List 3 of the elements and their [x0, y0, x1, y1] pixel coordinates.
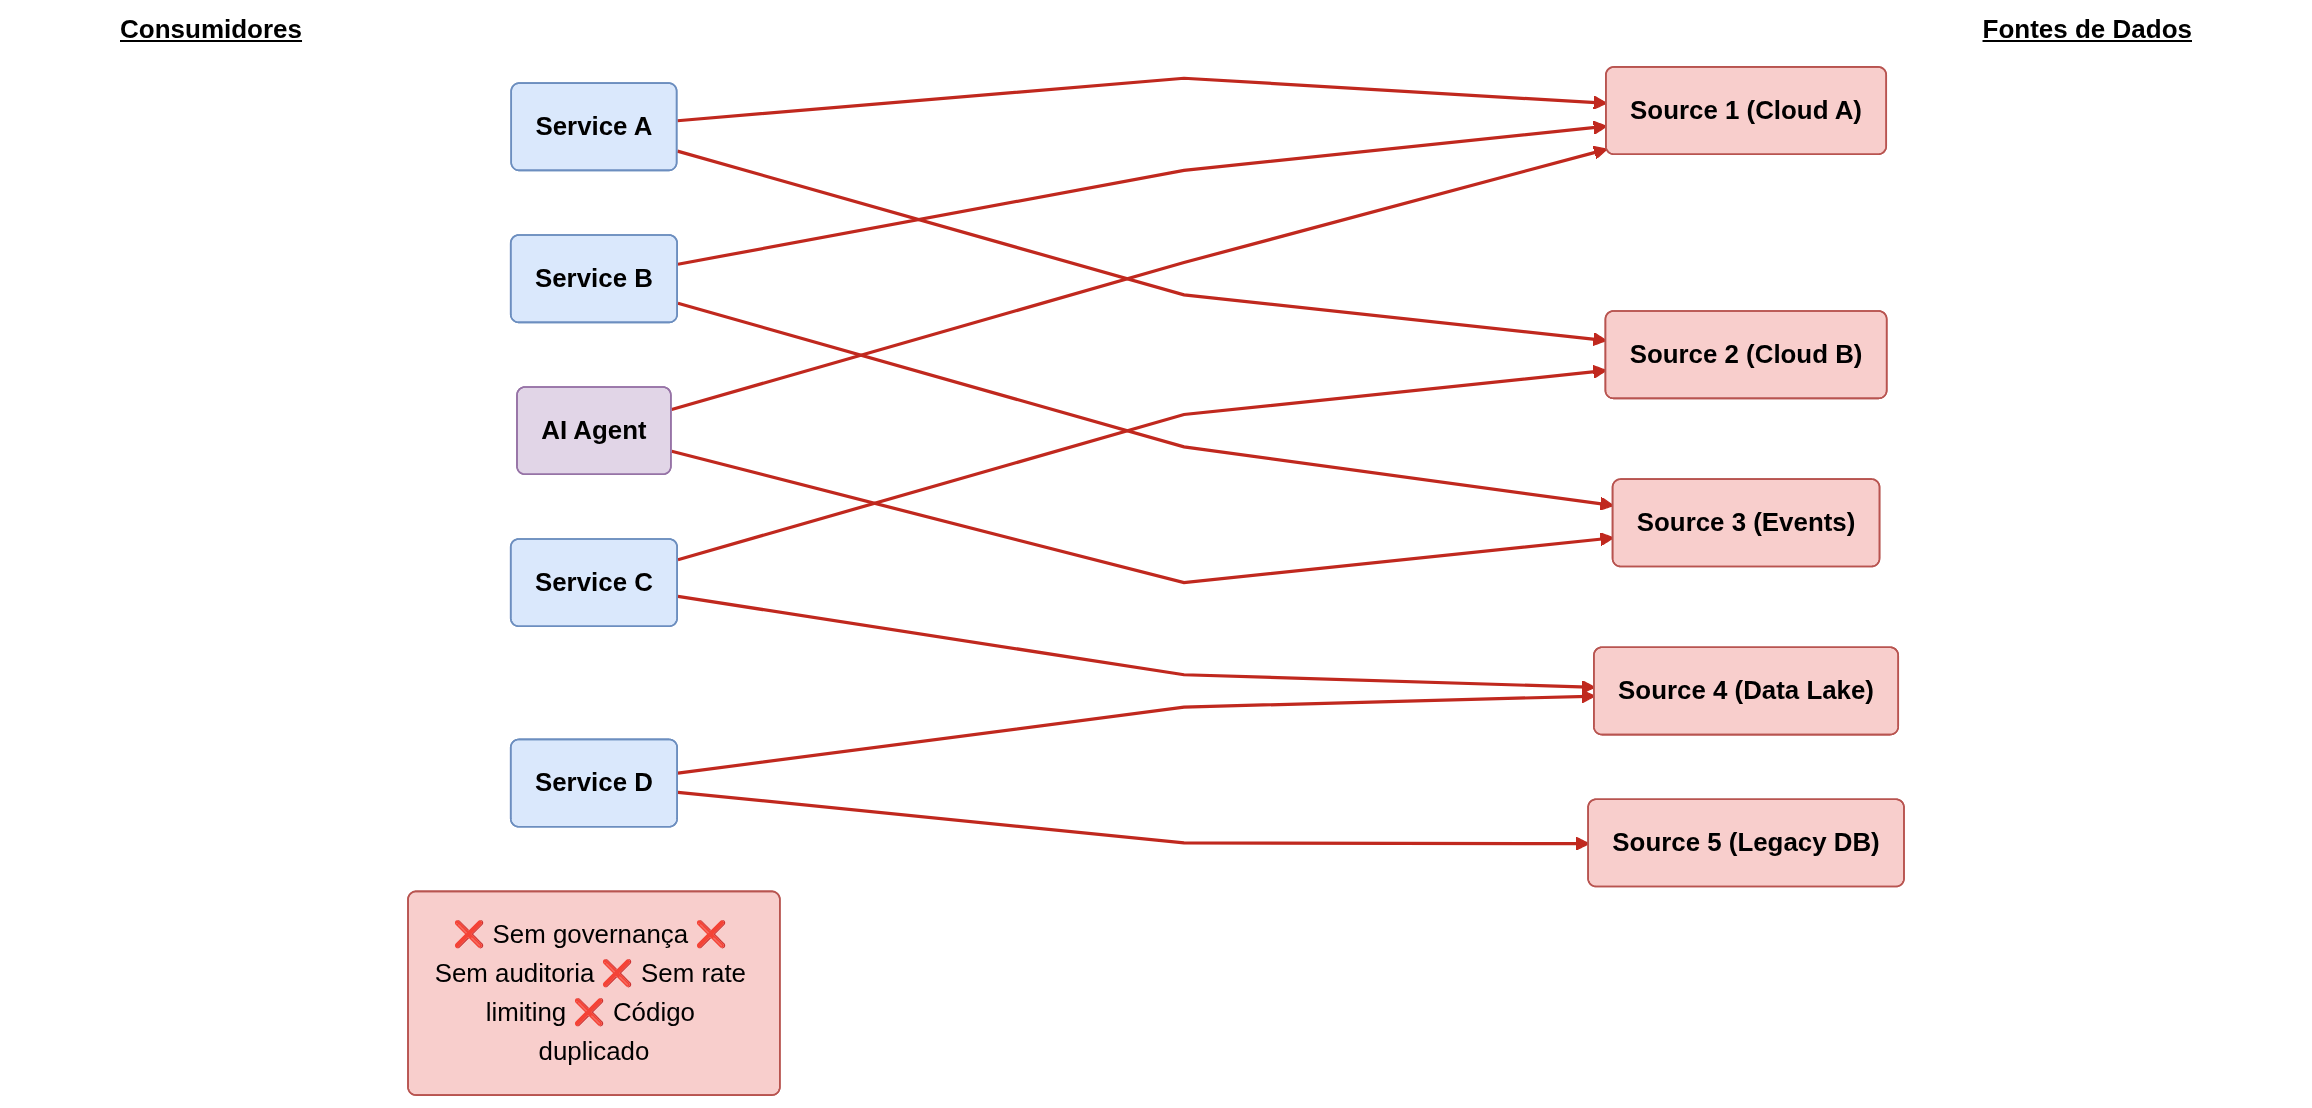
column-heading: Consumidores	[120, 14, 303, 46]
column-heading: Fontes de Dados	[1982, 14, 2192, 46]
arrow	[671, 145, 1608, 412]
